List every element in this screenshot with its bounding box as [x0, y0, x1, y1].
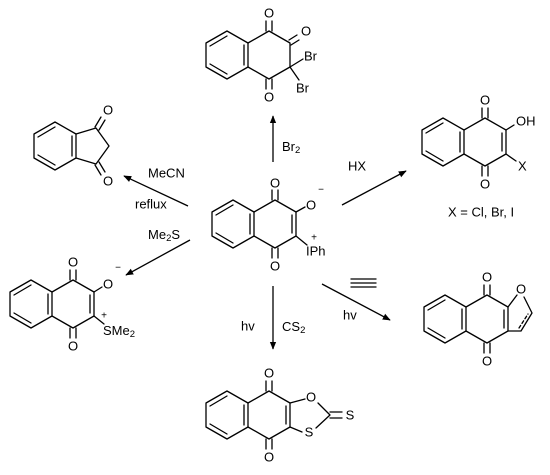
compound-oxathiolethione-quinone: O O O S S	[205, 366, 355, 465]
atom-o-top: O	[103, 103, 113, 118]
compound-naphthofurandione: O O O	[423, 270, 533, 369]
atom-o-anion: O	[103, 277, 113, 292]
charge-plus: +	[101, 311, 107, 322]
compound-sulfonium-ylide: O O O − SMe2 +	[9, 255, 135, 354]
arrow-lower-right	[321, 283, 391, 321]
atom-o-bottom: O	[264, 450, 274, 465]
alkyne-reagent-icon	[350, 278, 377, 288]
atom-iph: IPh	[306, 244, 326, 259]
charge-minus: −	[318, 185, 324, 196]
atom-s-ring: S	[305, 425, 314, 440]
atom-oh: OH	[516, 114, 536, 129]
atom-br-lower: Br	[296, 81, 310, 96]
atom-x: X	[518, 159, 527, 174]
reagent-hx: HX	[348, 159, 366, 174]
arrow-upper-right	[341, 170, 407, 206]
atom-s-thione: S	[346, 408, 355, 423]
reagent-hv-right: hv	[343, 308, 357, 323]
atom-o-bottom: O	[480, 177, 490, 192]
atom-o-top: O	[482, 270, 492, 285]
atom-o-top: O	[480, 93, 490, 108]
atom-o-bottom: O	[68, 339, 78, 354]
compound-indanedione: O O	[33, 103, 113, 189]
compound-dibromotrione: O O O Br Br	[205, 6, 318, 105]
arrow-lower-left	[125, 239, 191, 276]
atom-br-upper: Br	[304, 49, 318, 64]
charge-plus: +	[311, 233, 317, 244]
charge-minus: −	[115, 263, 121, 274]
reagent-cs2: CS2	[282, 319, 305, 336]
atom-o-bottom: O	[270, 259, 280, 274]
atom-sme2: SMe2	[103, 323, 135, 340]
atom-o-top: O	[264, 366, 274, 381]
atom-o-ketone: O	[301, 24, 311, 39]
atom-o-anion: O	[306, 198, 316, 213]
atom-o-bottom: O	[482, 354, 492, 369]
x-definition: X = Cl, Br, I	[448, 205, 514, 220]
compound-halo-hydroxy-naphthoquinone: O O OH X	[421, 93, 536, 192]
atom-o-top: O	[68, 255, 78, 270]
reagent-br2: Br2	[282, 139, 300, 156]
atom-o-top: O	[270, 176, 280, 191]
arrow-upper-left	[123, 175, 189, 207]
reagent-hv-left: hv	[241, 319, 255, 334]
reagent-reflux: reflux	[135, 197, 167, 212]
compound-iodonium-ylide: O O O − IPh +	[211, 176, 326, 274]
atom-o-bottom: O	[103, 174, 113, 189]
reagent-me2s: Me2S	[148, 227, 180, 244]
atom-o-furan: O	[516, 282, 526, 297]
atom-o-top: O	[264, 6, 274, 21]
atom-o-bottom: O	[264, 90, 274, 105]
reagent-mecn: MeCN	[148, 166, 185, 181]
atom-o-ring: O	[306, 390, 316, 405]
